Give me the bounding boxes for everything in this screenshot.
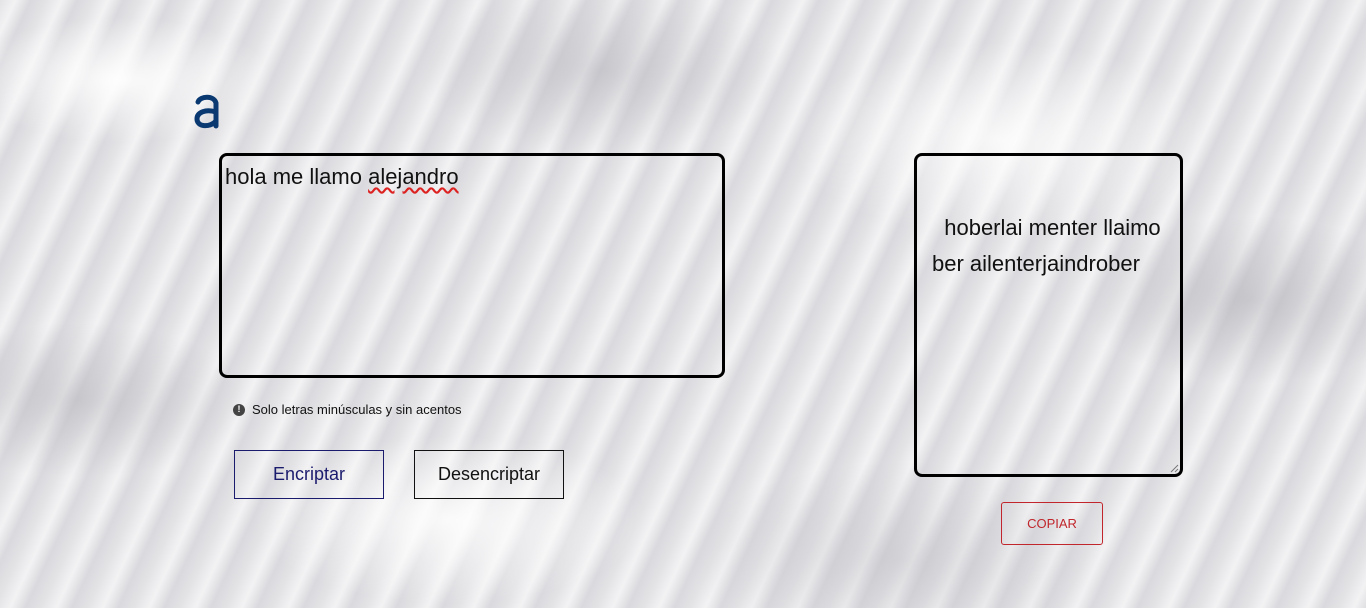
result-output[interactable]: hoberlai menter llaimober ailenterjaindr…: [914, 153, 1183, 477]
resize-grip-icon[interactable]: [1169, 463, 1179, 473]
exclamation-circle-icon: !: [233, 403, 245, 416]
input-hint: ! Solo letras minúsculas y sin acentos: [233, 402, 462, 417]
decrypt-button[interactable]: Desencriptar: [414, 450, 564, 499]
encrypt-button[interactable]: Encriptar: [234, 450, 384, 499]
hint-text: Solo letras minúsculas y sin acentos: [252, 402, 462, 417]
copy-button[interactable]: COPIAR: [1001, 502, 1103, 545]
alura-logo-icon: [194, 94, 219, 129]
result-text: hoberlai menter llaimober ailenterjaindr…: [932, 215, 1161, 276]
input-text-misspelled-word: alejandro: [368, 164, 459, 189]
message-input[interactable]: hola me llamo alejandro: [219, 153, 725, 378]
input-text-plain: hola me llamo: [225, 164, 369, 189]
